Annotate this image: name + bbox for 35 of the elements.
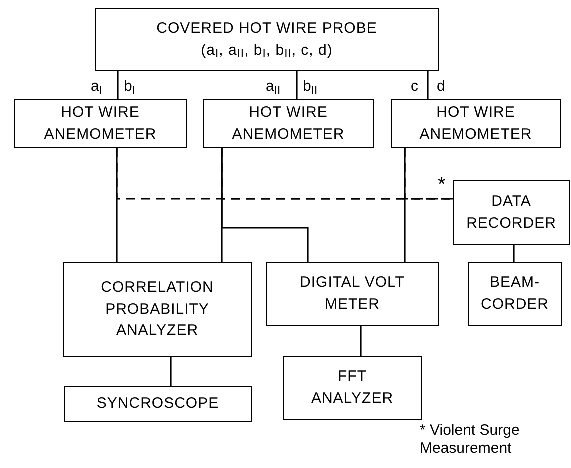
connector-line: [170, 357, 172, 386]
connector-line: [427, 71, 429, 99]
box-text: (a$_{I}$, a$_{II}$, b$_{I}$, b$_{II}$, c, d): [201, 40, 333, 62]
box-text: BEAM- CORDER: [480, 273, 550, 315]
box-text: FFT ANALYZER: [310, 367, 395, 409]
connector-line: [117, 71, 119, 99]
box-text: DATA RECORDER: [466, 192, 558, 234]
signal-label: b$_{I}$: [124, 78, 136, 96]
connector-line: [360, 326, 362, 356]
signal-label: a$_{II}$: [266, 78, 281, 96]
box-text: COVERED HOT WIRE PROBE: [156, 18, 378, 39]
process-box: [266, 262, 439, 326]
connector-line: [296, 71, 298, 99]
signal-label: d: [437, 78, 446, 96]
signal-label: c: [411, 78, 418, 96]
box-text: HOT WIRE ANEMOMETER: [43, 102, 158, 144]
process-box: [14, 99, 187, 148]
signal-label: b$_{II}$: [303, 78, 318, 96]
process-box: [95, 8, 439, 71]
box-text: HOT WIRE ANEMOMETER: [231, 102, 346, 144]
signal-label: a$_{I}$: [91, 78, 102, 96]
box-text: HOT WIRE ANEMOMETER: [418, 102, 534, 144]
connector-line: [513, 245, 515, 262]
footnote: * Violent Surge Measurement: [420, 422, 521, 458]
dashed-connector: [404, 148, 453, 200]
box-text: DIGITAL VOLT METER: [299, 273, 406, 315]
process-box: [64, 386, 252, 422]
asterisk-mark: *: [438, 175, 446, 195]
process-box: [468, 262, 562, 326]
box-text: SYNCROSCOPE: [96, 394, 220, 414]
process-box: [203, 99, 374, 148]
process-box: [283, 356, 422, 420]
process-box: [391, 99, 561, 148]
box-text: CORRELATION PROBABILITY ANALYZER: [100, 278, 215, 342]
process-box: [63, 262, 252, 357]
